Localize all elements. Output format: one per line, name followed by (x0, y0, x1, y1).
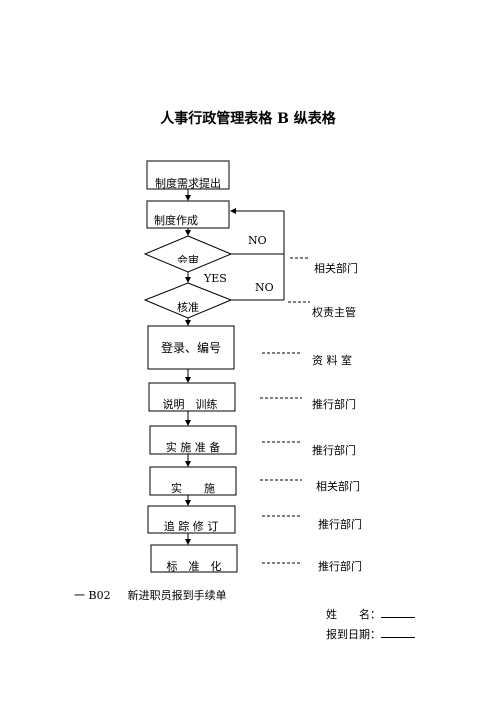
decision-label-approve: 核准 (177, 300, 199, 314)
step-box-training (148, 382, 236, 412)
date-field: 报到日期： (326, 626, 415, 642)
dept-label-8: 推行部门 (318, 559, 362, 573)
step-label-drafting: 制度作成 (154, 213, 198, 227)
step-box-requirement (146, 160, 230, 190)
no-label-1: NO (248, 234, 267, 247)
date-label: 报到日期： (326, 628, 381, 641)
form-code: 一 B02 (74, 589, 111, 602)
name-label: 姓 名： (326, 608, 381, 621)
form-heading: 一 B02 新进职员报到手续单 (74, 587, 227, 603)
dept-label-6: 相关部门 (316, 479, 360, 493)
step-label-training: 说明 训练 (163, 397, 218, 411)
name-blank (381, 607, 415, 618)
step-box-prepare (149, 425, 237, 455)
step-label-prepare: 实 施 准 备 (166, 440, 221, 454)
form-title: 新进职员报到手续单 (127, 589, 227, 602)
step-box-standardize (150, 544, 238, 573)
step-label-requirement: 制度需求提出 (155, 176, 221, 190)
dept-label-4: 推行部门 (312, 397, 356, 411)
yes-label: YES (203, 272, 227, 285)
step-box-register (147, 325, 235, 370)
step-label-standardize: 标 准 化 (167, 559, 222, 573)
name-field: 姓 名： (326, 606, 415, 622)
dept-label-3: 资 料 室 (312, 353, 352, 367)
step-box-tracking (147, 505, 236, 534)
page-title: 人事行政管理表格 B 纵表格 (160, 111, 336, 127)
dept-label-1: 相关部门 (314, 261, 358, 275)
no-label-2: NO (255, 281, 274, 294)
step-label-implement: 实 施 (171, 481, 215, 495)
step-label-register: 登录、编号 (161, 340, 221, 355)
step-label-tracking: 追 踪 修 订 (164, 519, 219, 533)
step-box-implement (149, 466, 237, 496)
date-blank (381, 627, 415, 638)
dept-label-2: 权责主管 (312, 305, 356, 319)
dept-label-5: 推行部门 (312, 443, 356, 457)
dept-label-7: 推行部门 (318, 517, 362, 531)
